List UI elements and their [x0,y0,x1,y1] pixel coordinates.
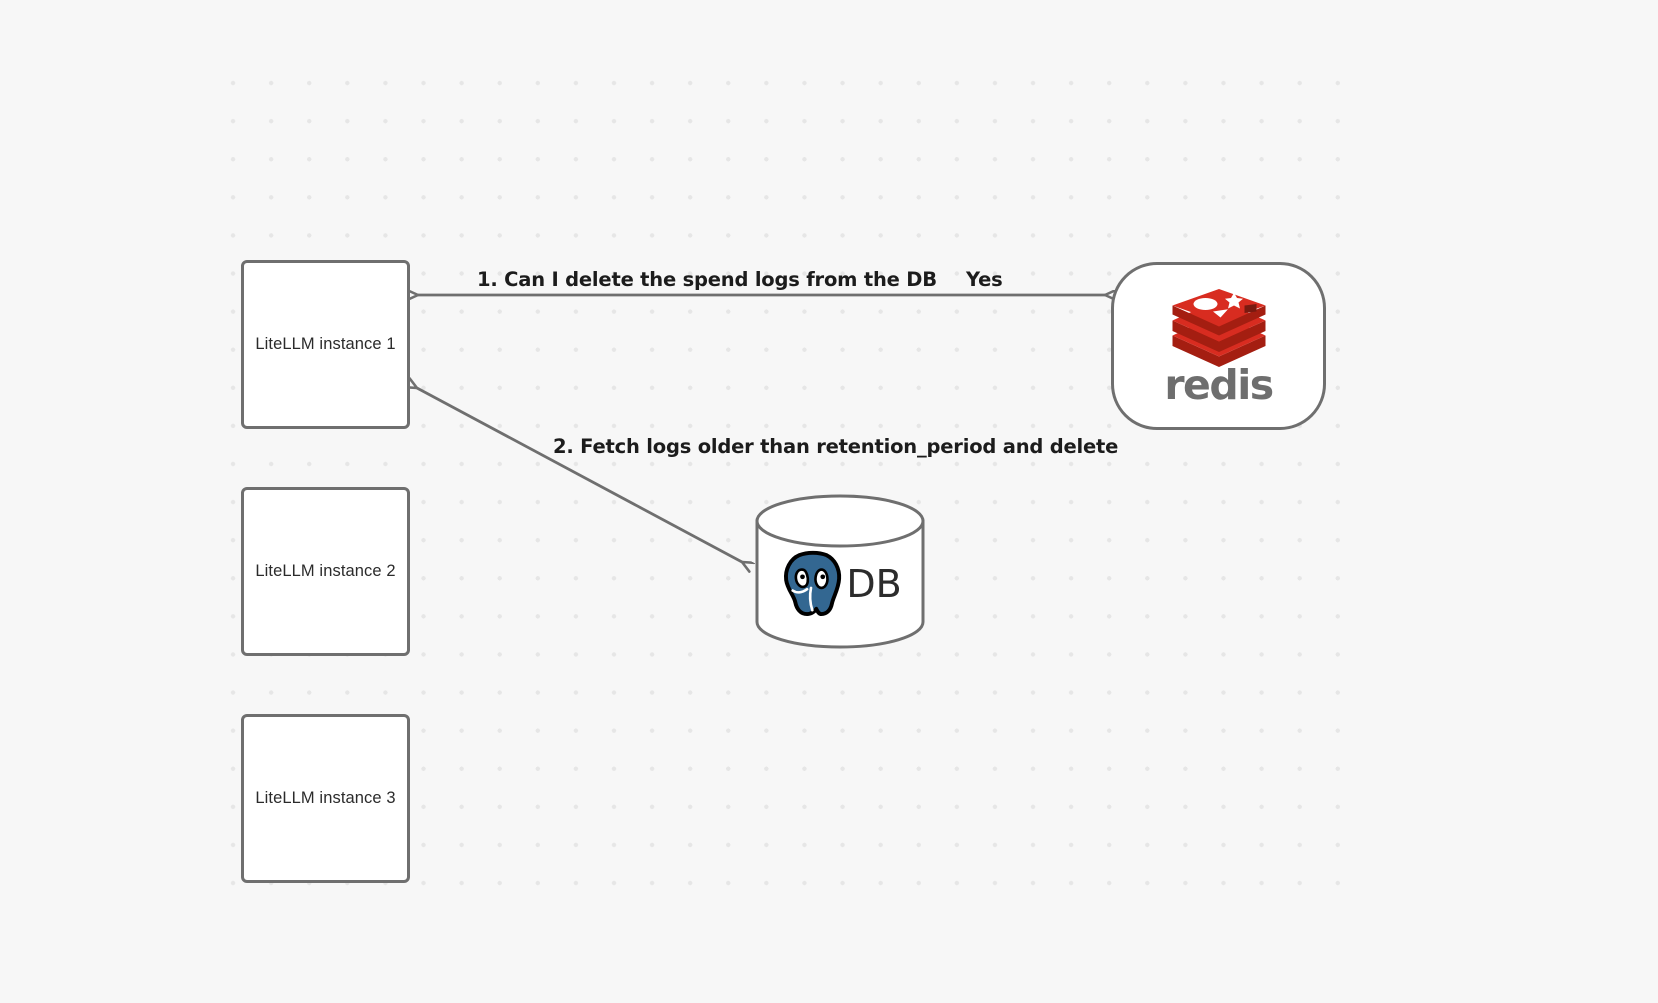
edge-instance-1-to-database [417,388,742,562]
edge-label-step-2: 2. Fetch logs older than retention_perio… [553,435,1119,458]
redis-wordmark: redis [1164,360,1274,409]
node-redis[interactable]: redis [1111,262,1326,430]
postgresql-elephant-icon [784,550,842,617]
node-litellm-instance-2[interactable]: LiteLLM instance 2 [241,487,410,656]
node-label: LiteLLM instance 2 [255,561,396,580]
node-litellm-instance-1[interactable]: LiteLLM instance 1 [241,260,410,429]
node-litellm-instance-3[interactable]: LiteLLM instance 3 [241,714,410,883]
edge-label-step-1: 1. Can I delete the spend logs from the … [477,268,937,291]
node-label: LiteLLM instance 3 [255,788,396,807]
node-label: LiteLLM instance 1 [255,334,396,353]
node-database[interactable]: DB [754,494,926,649]
edge-label-step-1-answer: Yes [966,268,1003,291]
redis-logo-icon [1172,288,1265,367]
database-label: DB [846,562,902,606]
